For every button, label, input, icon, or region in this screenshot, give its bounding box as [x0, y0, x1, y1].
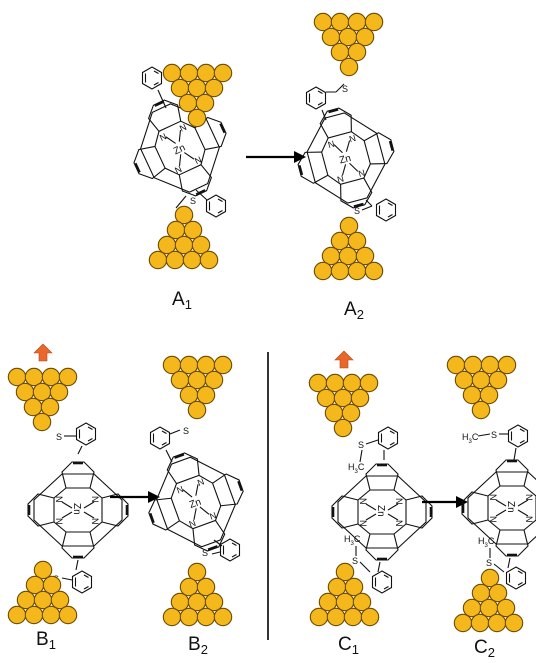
sulfur-atom: S: [352, 556, 358, 566]
right-arrow-icon: [422, 496, 468, 508]
gold-electrode-top: [162, 63, 233, 128]
porphyrin: [330, 462, 434, 562]
label-b1: B1: [36, 629, 56, 652]
bond: [157, 89, 167, 109]
label-c1: C1: [338, 634, 359, 657]
phenyl-ring: [377, 426, 399, 450]
phenyl-ring: [141, 66, 163, 90]
methyl-group: H3C: [478, 536, 495, 549]
bond: [477, 433, 491, 437]
bond: [513, 447, 517, 461]
bond: [195, 189, 208, 201]
gold-electrode-top: [162, 355, 233, 420]
scene-c2: H3C S H3C S C2: [446, 355, 536, 660]
bond: [169, 429, 181, 435]
bond: [165, 449, 173, 463]
sulfur-atom: S: [354, 206, 360, 216]
bond: [359, 439, 379, 463]
gold-electrode-bottom: [162, 562, 233, 627]
bond: [75, 559, 79, 571]
gold-electrode-bottom: [309, 562, 380, 627]
bond: [326, 83, 345, 93]
methyl-group: H3C: [348, 462, 365, 475]
scene-b2: S S B2: [132, 355, 260, 657]
phenyl-ring: [205, 194, 227, 218]
phenyl-ring: [305, 86, 327, 110]
phenyl-ring: [149, 426, 171, 450]
bond: [489, 548, 505, 573]
scene-a1: S A1: [114, 63, 246, 312]
methyl-group: H3C: [462, 432, 479, 445]
gold-electrode-bottom: [7, 560, 78, 625]
bond: [77, 445, 83, 455]
label-a2: A2: [344, 299, 364, 322]
sulfur-atom: S: [202, 548, 208, 558]
bond: [365, 199, 373, 207]
gold-electrode-top: [7, 367, 78, 432]
bond: [507, 557, 511, 569]
gold-electrode-top: [313, 12, 384, 77]
phenyl-ring: [507, 424, 529, 448]
sulfur-atom: S: [190, 196, 196, 206]
right-arrow-icon: [110, 491, 160, 503]
scene-a2: S S A2: [285, 12, 407, 322]
bond: [355, 546, 371, 573]
bond: [175, 195, 187, 209]
phenyl-ring: [75, 422, 97, 446]
phenyl-ring: [375, 198, 397, 222]
gold-electrode-bottom: [313, 216, 384, 281]
scene-b1: S S B1: [7, 343, 130, 652]
gold-electrode-bottom: [453, 568, 524, 633]
phenyl-ring: [71, 570, 93, 594]
porphyrin: [460, 458, 536, 558]
bond: [211, 551, 221, 555]
label-b2: B2: [188, 634, 208, 657]
porphyrin: [26, 460, 130, 560]
bond: [61, 577, 73, 581]
bond: [361, 205, 373, 211]
sulfur-atom: S: [56, 432, 62, 442]
up-arrow-icon: [33, 343, 53, 362]
scene-c1: S H3C H3C S C1: [308, 350, 434, 657]
label-a1: A1: [172, 289, 192, 312]
right-arrow-icon: [246, 151, 306, 163]
sulfur-atom: S: [491, 430, 497, 440]
sulfur-atom: S: [342, 84, 348, 94]
gold-electrode-bottom: [148, 205, 219, 270]
up-arrow-icon: [334, 350, 354, 369]
phenyl-ring: [219, 538, 241, 562]
methyl-group: H3C: [344, 534, 361, 547]
sulfur-atom: S: [183, 426, 189, 436]
sulfur-atom: S: [486, 558, 492, 568]
sulfur-atom: S: [358, 440, 364, 450]
label-c2: C2: [474, 637, 495, 660]
gold-electrode-top: [308, 373, 379, 438]
phenyl-ring: [371, 570, 393, 594]
bond: [377, 561, 381, 573]
gold-electrode-top: [446, 355, 517, 420]
phenyl-ring: [505, 566, 527, 590]
